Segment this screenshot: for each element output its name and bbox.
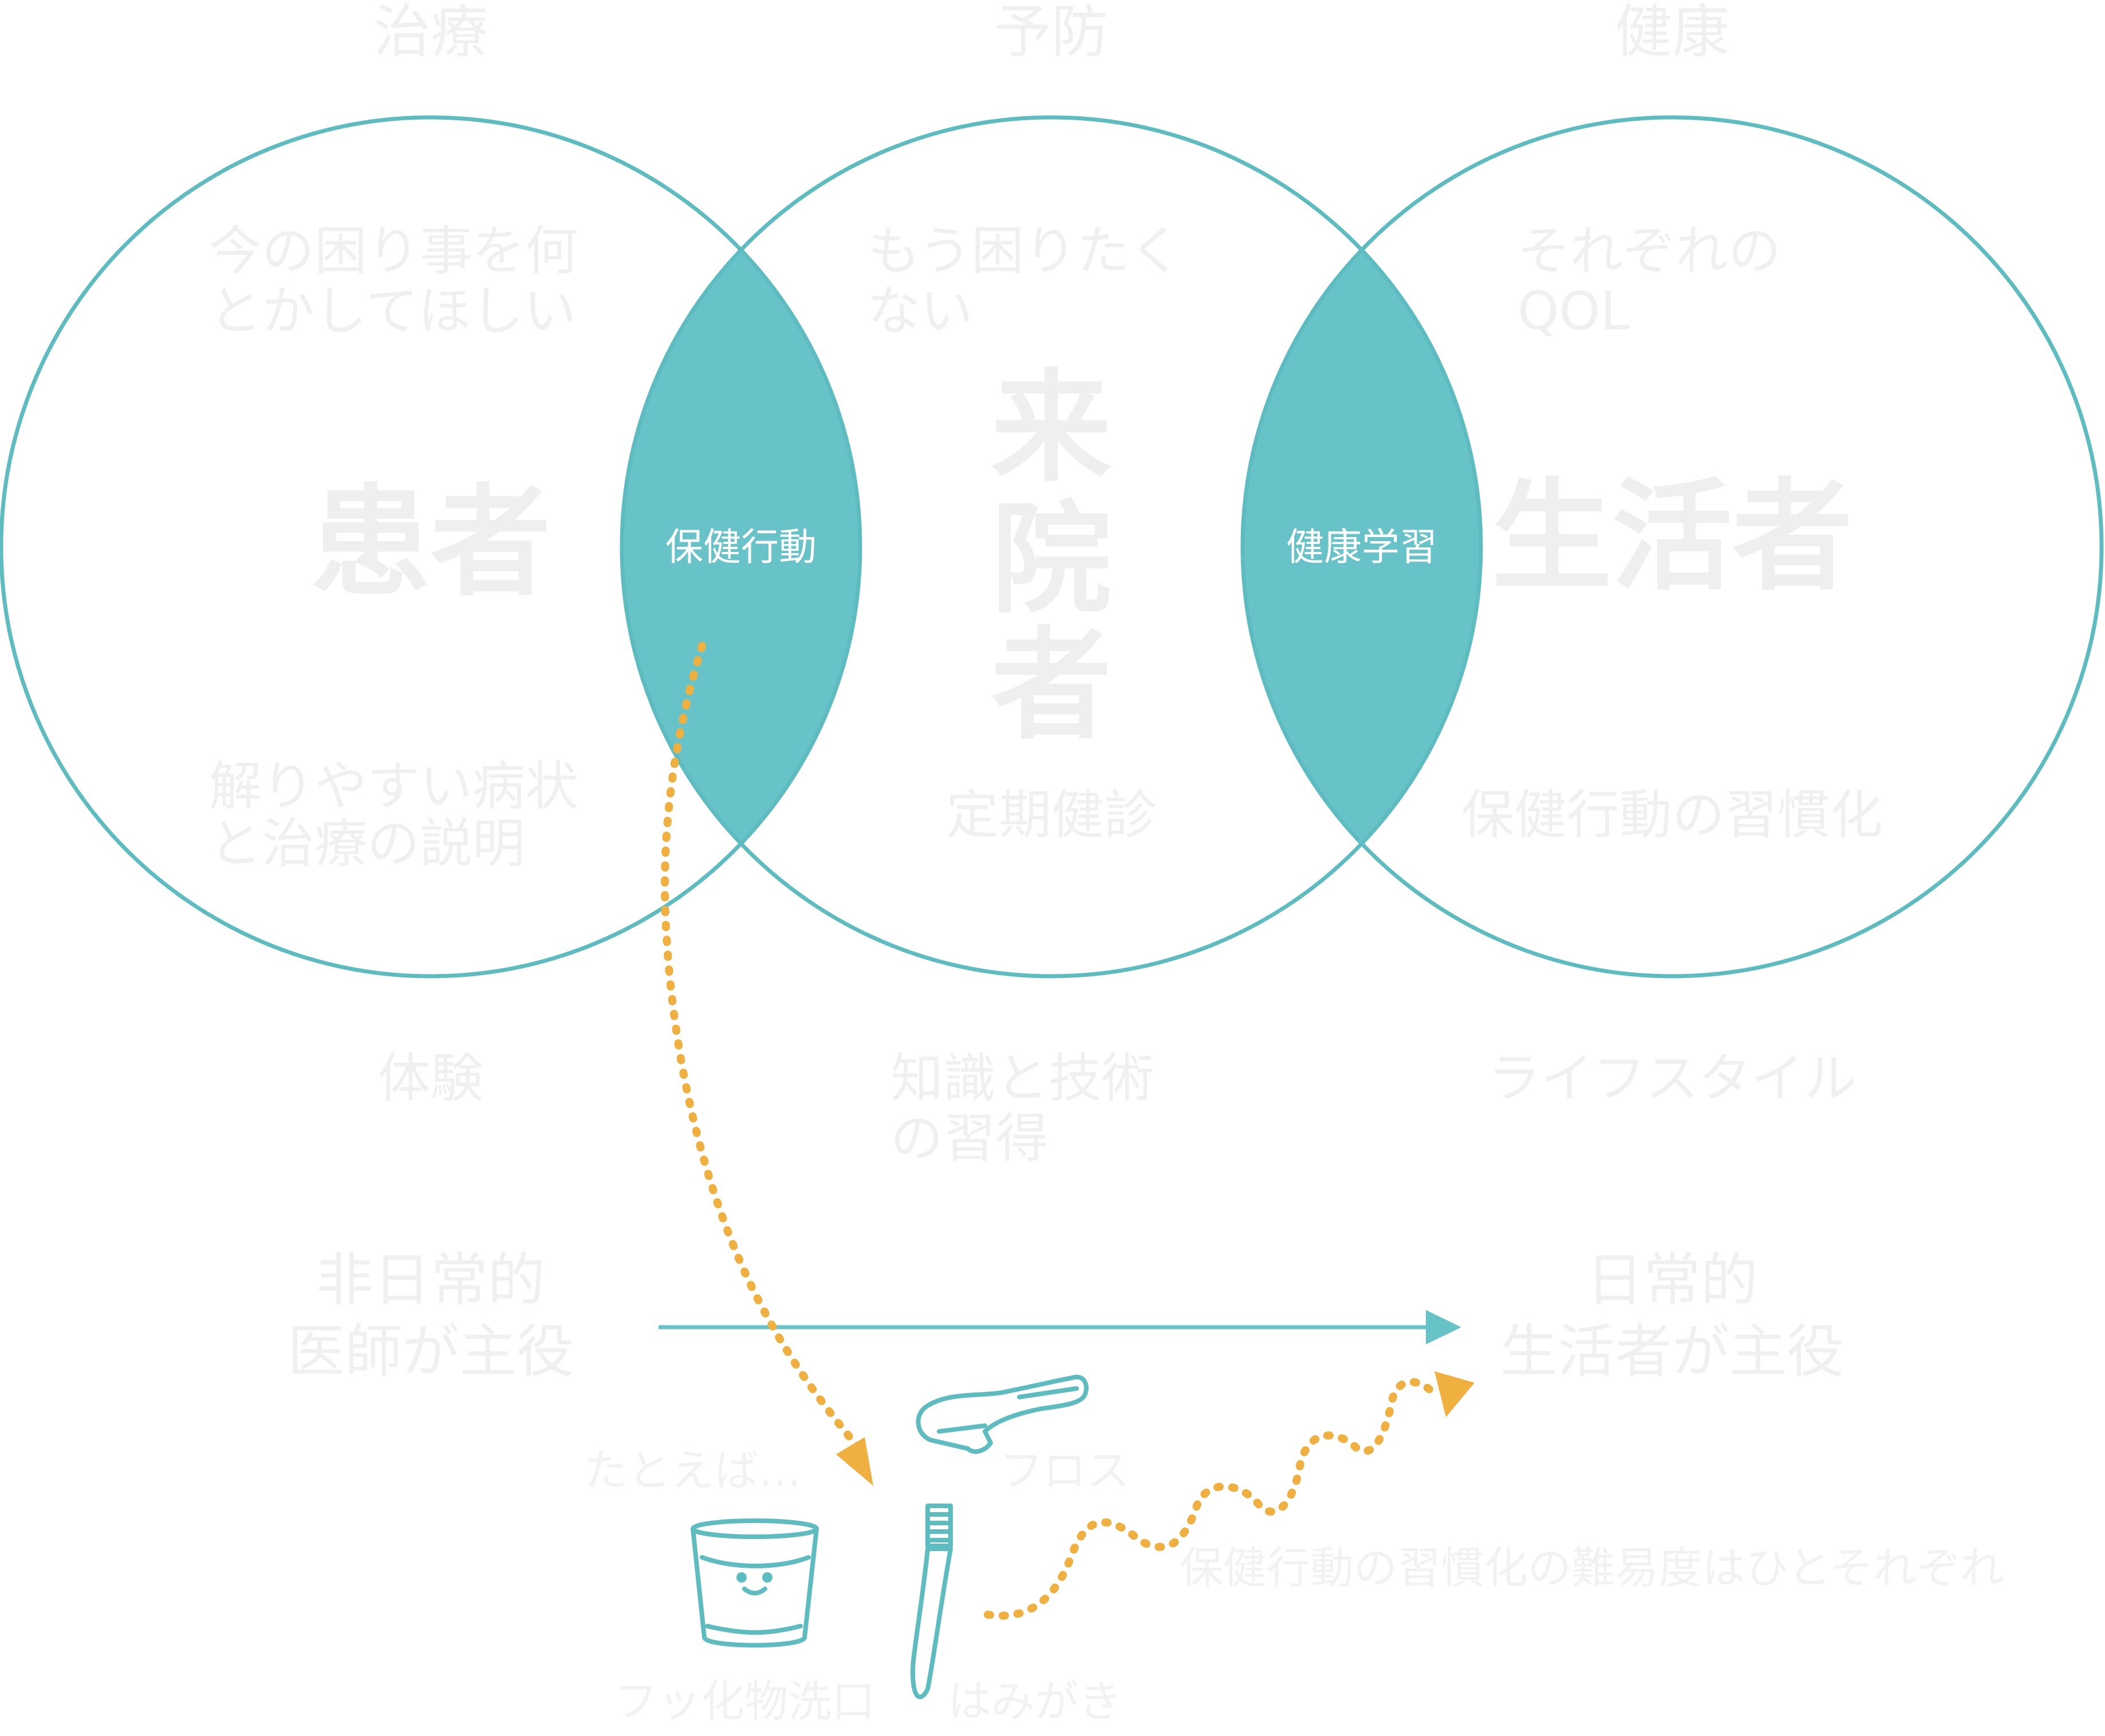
scale-right-line2: 生活者が主役 [1500,1318,1844,1385]
role-visitor-char2: 院 [991,490,1111,630]
patient-want-line1: 解りやすい病状 [209,756,578,817]
dotted-arrow-right-head [1434,1371,1475,1417]
lifer-need-line1: それぞれの [1517,220,1781,282]
role-patient: 患者 [310,472,551,613]
patient-below: 体験 [378,1048,483,1109]
dotted-arrow-right [984,1378,1436,1620]
role-lifer: 生活者 [1492,467,1852,607]
glass-icon [691,1518,819,1648]
dotted-arrow-down-head [836,1437,873,1486]
role-visitor-char1: 来 [991,358,1111,498]
example-mouthwash-label: フッ化物洗口 [614,1676,875,1727]
lifer-want: 保健行動の習慣化 [1461,784,1883,846]
header-prevention: 予防 [994,0,1109,65]
floss-pick-icon [916,1375,1089,1454]
visitor-below-line2: の習得 [890,1108,1048,1169]
circle-lifer [1240,115,2104,979]
overlap-label-health-behavior: 保健行動 [665,525,817,569]
scale-arrow-head [1426,1310,1461,1344]
visitor-below-line1: 知識と技術 [890,1048,1154,1109]
lifer-below: ライフスタイル [1488,1048,1856,1109]
header-treatment: 治療 [373,0,488,65]
dotted-arrow-down [661,642,863,1453]
scale-right-line1: 日常的 [1586,1246,1758,1313]
lifer-need-line2: QOL [1517,281,1630,342]
visitor-need-line1: もう困りたく [868,220,1182,282]
scale-left-line1: 非日常的 [316,1246,545,1313]
patient-need-line2: とかしてほしい [209,281,576,342]
toothbrush-icon [910,1504,953,1699]
patient-want-line2: と治療の説明 [209,813,525,874]
circle-visitor [620,115,1483,979]
header-health: 健康 [1615,0,1729,65]
example-intro: たとえば… [584,1445,802,1496]
scale-left-line2: 医師が主役 [287,1318,574,1385]
example-note: 保健行動の習慣化の難易度はひとそれぞれ [1180,1542,2004,1593]
circle-patient [0,115,862,979]
role-visitor-char3: 者 [991,616,1111,756]
overlap-label-health-learning: 健康学習 [1286,525,1437,569]
visitor-want: 定期健診 [946,784,1157,846]
visitor-need-line2: ない [868,281,973,342]
example-toothbrush-label: はみがき [948,1676,1122,1727]
example-floss-label: フロス [999,1445,1130,1496]
patient-need-line1: 今の困り事を何 [209,220,578,282]
